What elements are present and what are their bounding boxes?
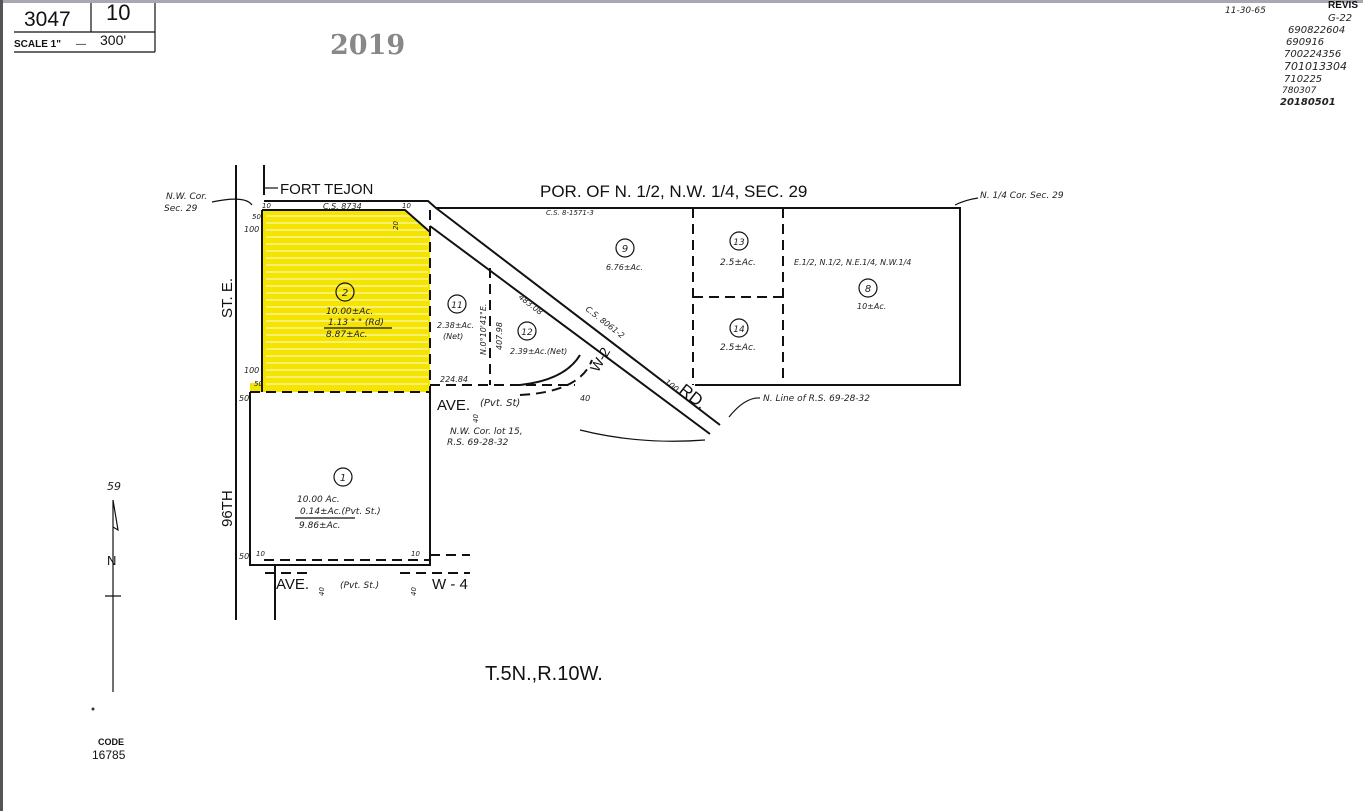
parcel-13[interactable]: 13 2.5±Ac. [720, 231, 756, 268]
code-label: CODE [98, 737, 124, 747]
parcel-12[interactable]: 12 2.39±Ac.(Net) [510, 321, 567, 356]
parcel-2[interactable]: 2 10.00±Ac. 1.13 " " (Rd) 8.87±Ac. [324, 282, 392, 340]
svg-text:50: 50 [252, 213, 261, 221]
svg-text:12: 12 [521, 328, 533, 338]
svg-text:483.08: 483.08 [517, 292, 545, 316]
svg-text:10: 10 [411, 550, 420, 558]
svg-text:10: 10 [262, 202, 271, 210]
n-line-note: N. Line of R.S. 69-28-32 [763, 394, 870, 404]
svg-text:1: 1 [340, 473, 346, 484]
svg-text:224.84: 224.84 [440, 375, 468, 384]
parcel-8[interactable]: E.1/2, N.1/2, N.E.1/4, N.W.1/4 8 10±Ac. [794, 258, 911, 311]
svg-text:780307: 780307 [1282, 86, 1317, 96]
street-96th: 96TH [219, 490, 236, 527]
scale-label: SCALE 1" [14, 39, 61, 50]
svg-text:11-30-65: 11-30-65 [1225, 6, 1266, 16]
svg-text:Sec. 29: Sec. 29 [164, 204, 198, 214]
svg-text:10: 10 [256, 550, 265, 558]
svg-text:13: 13 [733, 238, 745, 248]
svg-text:N: N [107, 553, 116, 568]
svg-text:40: 40 [410, 587, 418, 596]
svg-text:700224356: 700224356 [1284, 49, 1341, 60]
svg-text:2.39±Ac.(Net): 2.39±Ac.(Net) [510, 347, 567, 356]
svg-text:C.S. 8-1571-3: C.S. 8-1571-3 [546, 209, 594, 217]
svg-text:407.98: 407.98 [495, 322, 504, 350]
svg-text:690822604: 690822604 [1288, 25, 1345, 36]
svg-text:(Pvt. St): (Pvt. St) [480, 398, 520, 409]
parcel-2-highlight[interactable] [250, 210, 430, 392]
svg-text:50: 50 [239, 394, 249, 403]
svg-text:8: 8 [865, 284, 871, 295]
svg-text:59: 59 [107, 480, 121, 493]
street-st-e: ST. E. [219, 278, 236, 318]
n-quarter-corner-note: N. 1/4 Cor. Sec. 29 [980, 191, 1064, 201]
parcel-11[interactable]: 11 2.38±Ac. (Net) [437, 294, 474, 341]
svg-text:2.5±Ac.: 2.5±Ac. [720, 343, 756, 353]
svg-text:(Net): (Net) [443, 332, 463, 341]
svg-text:20180501: 20180501 [1280, 97, 1336, 108]
highlight-stripes [266, 215, 428, 385]
street-w4: W - 4 [432, 576, 468, 593]
svg-text:20: 20 [392, 221, 400, 230]
section-label: POR. OF N. 1/2, N.W. 1/4, SEC. 29 [540, 182, 807, 201]
svg-text:0.14±Ac.(Pvt. St.): 0.14±Ac.(Pvt. St.) [300, 507, 381, 517]
svg-text:10.00 Ac.: 10.00 Ac. [297, 495, 340, 505]
svg-text:9: 9 [622, 244, 628, 255]
svg-text:11: 11 [451, 301, 462, 311]
revision-list: REVIS 11-30-65 G-22 690822604 690916 700… [1225, 0, 1358, 108]
svg-text:G-22: G-22 [1328, 13, 1352, 24]
svg-text:N.W. Cor. lot 15,: N.W. Cor. lot 15, [450, 427, 523, 437]
svg-text:N.0°10'41"E.: N.0°10'41"E. [479, 304, 488, 355]
svg-text:2.5±Ac.: 2.5±Ac. [720, 258, 756, 268]
page-number: 10 [106, 0, 130, 25]
parcel-1[interactable]: 1 10.00 Ac. 0.14±Ac.(Pvt. St.) 9.86±Ac. [295, 467, 381, 531]
scale-dash: — [76, 39, 86, 50]
svg-text:50: 50 [254, 380, 263, 388]
svg-text:R.S. 69-28-32: R.S. 69-28-32 [447, 438, 509, 448]
svg-text:N.W. Cor.: N.W. Cor. [166, 192, 207, 202]
svg-text:(Pvt. St.): (Pvt. St.) [340, 581, 379, 591]
svg-text:40: 40 [318, 587, 326, 596]
svg-text:10.00±Ac.: 10.00±Ac. [326, 307, 373, 317]
map-number-box: 3047 10 SCALE 1" — 300' [14, 0, 156, 53]
svg-text:E.1/2, N.1/2, N.E.1/4, N.W.1/4: E.1/2, N.1/2, N.E.1/4, N.W.1/4 [794, 258, 911, 267]
svg-text:10±Ac.: 10±Ac. [857, 302, 886, 311]
svg-text:40: 40 [472, 414, 480, 423]
svg-text:701013304: 701013304 [1284, 60, 1347, 73]
street-fort-tejon: FORT TEJON [280, 181, 373, 198]
svg-text:10: 10 [402, 202, 411, 210]
svg-text:8.87±Ac.: 8.87±Ac. [326, 330, 368, 340]
code-value: 16785 [92, 748, 126, 762]
svg-text:REVIS: REVIS [1328, 0, 1358, 11]
svg-text:C.S. 8061-2: C.S. 8061-2 [584, 304, 626, 340]
north-arrow-icon: 59 N [105, 480, 121, 692]
window-left-border [0, 0, 3, 811]
street-ave-top: AVE. [437, 397, 470, 414]
book-number: 3047 [24, 8, 71, 31]
svg-text:40: 40 [580, 394, 590, 403]
parcel-lines [211, 165, 979, 620]
svg-text:1.13 " " (Rd): 1.13 " " (Rd) [328, 318, 384, 328]
street-ave-bottom: AVE. [276, 576, 309, 593]
svg-text:14: 14 [733, 325, 745, 335]
svg-text:100: 100 [244, 225, 259, 234]
township-range: T.5N.,R.10W. [485, 663, 603, 685]
window-top-border [0, 0, 1363, 3]
svg-text:6.76±Ac.: 6.76±Ac. [606, 263, 643, 272]
parcel-9[interactable]: 9 6.76±Ac. [606, 238, 643, 272]
svg-text:690916: 690916 [1286, 37, 1324, 48]
svg-text:2: 2 [342, 288, 348, 299]
year-stamp: 2019 [330, 30, 405, 61]
svg-text:710225: 710225 [1284, 74, 1322, 85]
parcel-14[interactable]: 14 2.5±Ac. [720, 318, 756, 353]
svg-text:9.86±Ac.: 9.86±Ac. [299, 521, 341, 531]
scale-value: 300' [100, 32, 126, 48]
svg-text:2.38±Ac.: 2.38±Ac. [437, 321, 474, 330]
svg-text:C.S. 8734: C.S. 8734 [323, 202, 362, 211]
svg-text:100: 100 [244, 366, 259, 375]
svg-text:50: 50 [239, 552, 249, 561]
